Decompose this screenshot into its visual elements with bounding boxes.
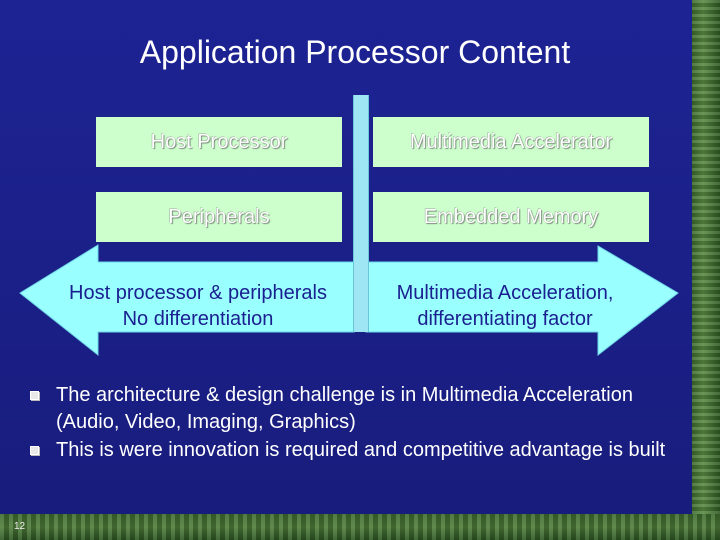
host-processor-box: Host Processor [96, 117, 342, 167]
checkbox-bullet-icon [30, 391, 39, 400]
bullet-text: The architecture & design challenge is i… [56, 384, 633, 433]
peripherals-label: Peripherals [168, 206, 269, 228]
embedded-memory-box: Embedded Memory [373, 192, 649, 242]
bullet-item: The architecture & design challenge is i… [30, 382, 670, 436]
right-arrow-line2: differentiating factor [368, 306, 642, 332]
host-processor-label: Host Processor [151, 131, 288, 153]
peripherals-box: Peripherals [96, 192, 342, 242]
left-arrow-line2: No differentiation [40, 306, 356, 332]
embedded-memory-label: Embedded Memory [424, 206, 599, 228]
bullet-item: This is were innovation is required and … [30, 437, 670, 464]
right-arrow-line1: Multimedia Acceleration, [368, 280, 642, 306]
bullet-text: This is were innovation is required and … [56, 439, 665, 461]
checkbox-bullet-icon [30, 446, 39, 455]
bullet-list: The architecture & design challenge is i… [30, 382, 670, 465]
slide-number: 12 [14, 521, 25, 532]
multimedia-accelerator-box: Multimedia Accelerator [373, 117, 649, 167]
left-arrow-line1: Host processor & peripherals [40, 280, 356, 306]
right-arrow-text: Multimedia Acceleration, differentiating… [368, 280, 642, 332]
multimedia-accelerator-label: Multimedia Accelerator [410, 131, 612, 153]
left-arrow-text: Host processor & peripherals No differen… [40, 280, 356, 332]
